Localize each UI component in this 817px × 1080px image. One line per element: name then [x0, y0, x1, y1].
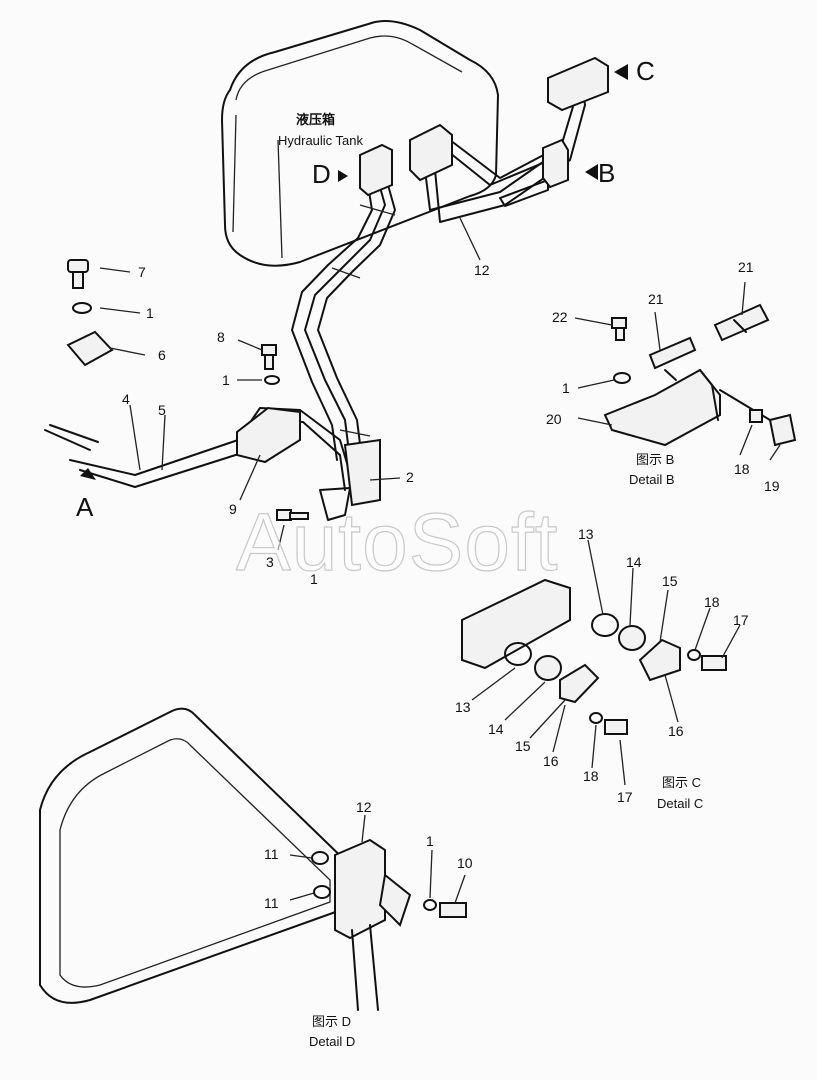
part-number-15b: 15: [515, 738, 531, 754]
part-number-11b: 11: [264, 895, 279, 911]
arrow-a-icon: [80, 468, 96, 480]
part-number-18a: 18: [734, 461, 750, 477]
leader-lines-d: [289, 814, 466, 904]
part-number-11a: 11: [264, 846, 279, 862]
part-number-13b: 13: [455, 699, 471, 715]
part-number-18c: 18: [583, 768, 599, 784]
part-number-14b: 14: [488, 721, 504, 737]
part-number-3: 3: [266, 554, 274, 570]
part-number-17a: 17: [733, 612, 749, 628]
part-number-13a: 13: [578, 526, 594, 542]
detail-d-caption-en: Detail D: [309, 1034, 356, 1049]
leader-lines-main: [99, 217, 481, 551]
part-number-19: 19: [764, 478, 780, 494]
part-number-10: 10: [457, 855, 473, 871]
part-number-12a: 12: [474, 262, 490, 278]
detail-c-caption-en: Detail C: [657, 796, 704, 811]
part-number-2: 2: [406, 469, 414, 485]
bolt-7: [67, 259, 89, 289]
part-number-17b: 17: [617, 789, 633, 805]
part-number-12b: 12: [356, 799, 372, 815]
arrow-d-icon: [338, 170, 348, 182]
part-number-20: 20: [546, 411, 562, 427]
part-number-15a: 15: [662, 573, 678, 589]
part-number-16a: 16: [668, 723, 684, 739]
left-pipes: [44, 406, 381, 521]
plate-6: [66, 330, 114, 367]
bolt-3: [276, 509, 309, 521]
detail-b-caption-en: Detail B: [629, 472, 675, 487]
leader-lines-c: [471, 539, 741, 786]
hydraulic-tank: [221, 20, 499, 267]
leader-lines-b: [574, 281, 781, 461]
arrow-c-icon: [614, 64, 628, 80]
detail-b-drawing: [603, 303, 797, 447]
watermark-text: AutoSoft: [235, 496, 559, 588]
part-number-7: 7: [138, 264, 146, 280]
detail-c-drawing: [461, 578, 727, 735]
tank-label-zh: 液压箱: [296, 112, 336, 127]
washer-1a: [72, 302, 92, 314]
part-number-1a: 1: [146, 305, 154, 321]
part-number-1c: 1: [310, 571, 318, 587]
part-number-1e: 1: [426, 833, 434, 849]
washer-1b: [264, 375, 280, 385]
detail-d-caption-zh: 图示 D: [312, 1014, 352, 1029]
view-d-letter: D: [312, 159, 331, 189]
part-number-16b: 16: [543, 753, 559, 769]
part-number-14a: 14: [626, 554, 642, 570]
arrow-b-icon: [585, 164, 598, 180]
pipes-c-b: [359, 56, 609, 223]
bolt-8: [261, 344, 277, 370]
part-number-1d: 1: [562, 380, 570, 396]
view-b-letter: B: [598, 158, 616, 188]
part-number-18b: 18: [704, 594, 720, 610]
part-number-6: 6: [158, 347, 166, 363]
part-number-8: 8: [217, 329, 225, 345]
part-number-21b: 21: [648, 291, 664, 307]
part-number-9: 9: [229, 501, 237, 517]
part-number-5: 5: [158, 402, 166, 418]
part-number-1b: 1: [222, 372, 230, 388]
part-number-21a: 21: [738, 259, 754, 275]
detail-b-caption-zh: 图示 B: [636, 452, 675, 467]
tank-label-en: Hydraulic Tank: [278, 133, 364, 148]
detail-d-drawing: [39, 707, 467, 1011]
view-a-letter: A: [76, 492, 94, 522]
part-number-22: 22: [552, 309, 568, 325]
hose-bundle: [291, 179, 396, 461]
part-number-4: 4: [122, 391, 130, 407]
view-c-letter: C: [636, 56, 655, 86]
detail-c-caption-zh: 图示 C: [662, 775, 702, 790]
